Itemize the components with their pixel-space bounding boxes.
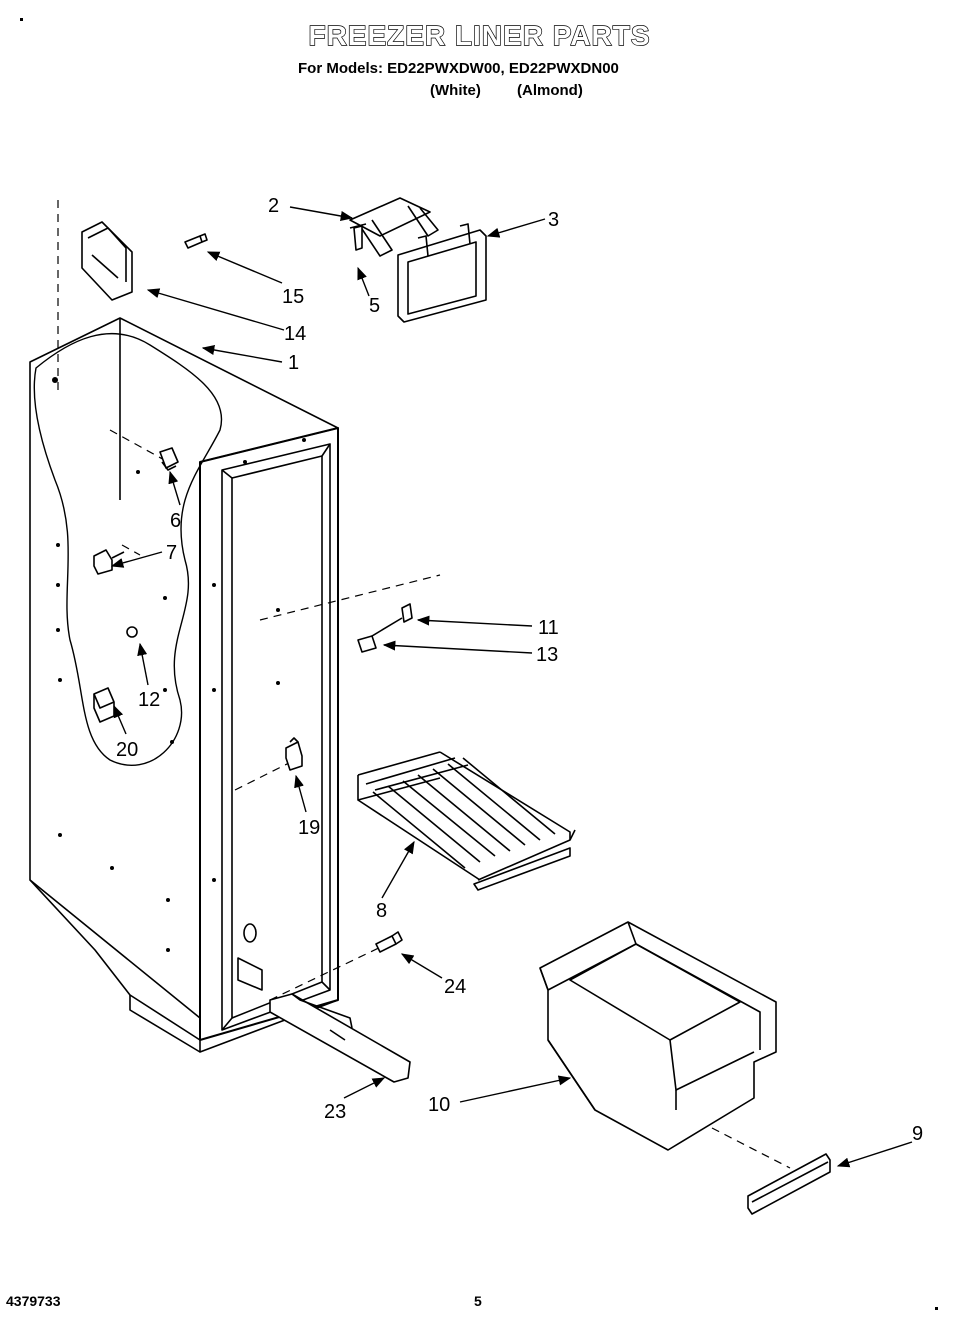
callout-15: 15 xyxy=(282,286,304,308)
part-8-wire-shelf xyxy=(357,751,576,891)
page-title: FREEZER LINER PARTS xyxy=(308,19,651,51)
part-5-screw xyxy=(349,223,367,251)
color-almond-label: (Almond) xyxy=(517,82,583,99)
part-6-clip xyxy=(159,447,179,471)
callout-23: 23 xyxy=(324,1101,346,1123)
part-7-retainer xyxy=(93,549,125,575)
callout-2: 2 xyxy=(268,195,279,217)
callout-20: 20 xyxy=(116,739,138,761)
callout-14: 14 xyxy=(284,323,306,345)
part-12-screw xyxy=(126,626,138,638)
document-number: 4379733 xyxy=(6,1293,61,1309)
part-11-clip xyxy=(401,603,413,623)
part-23-rail xyxy=(269,993,411,1083)
part-13-clip xyxy=(357,617,403,653)
part-14-hinge-bracket xyxy=(81,221,133,301)
callout-19: 19 xyxy=(298,817,320,839)
registration-mark xyxy=(935,1307,938,1310)
callout-13: 13 xyxy=(536,644,558,666)
callout-3: 3 xyxy=(548,209,559,231)
callout-6: 6 xyxy=(170,510,181,532)
models-line: For Models: ED22PWXDW00, ED22PWXDN00 xyxy=(298,60,619,77)
part-9-trim xyxy=(747,1153,831,1215)
part-24-screw xyxy=(375,931,403,953)
callout-7: 7 xyxy=(166,542,177,564)
part-19-clip xyxy=(285,737,303,771)
freezer-liner-body xyxy=(29,317,339,1053)
callout-11: 11 xyxy=(538,617,559,639)
callout-9: 9 xyxy=(912,1123,923,1145)
part-10-bin xyxy=(539,921,777,1151)
callout-1: 1 xyxy=(288,352,299,374)
part-3-cover xyxy=(397,223,487,323)
part-15-screw xyxy=(184,233,208,249)
part-2-bracket xyxy=(349,197,439,257)
page-number: 5 xyxy=(474,1293,482,1309)
color-white-label: (White) xyxy=(430,82,481,99)
callout-12: 12 xyxy=(138,689,160,711)
callout-5: 5 xyxy=(369,295,380,317)
callout-10: 10 xyxy=(428,1094,450,1116)
callout-24: 24 xyxy=(444,976,466,998)
registration-mark xyxy=(20,18,23,21)
part-20-block xyxy=(93,687,115,723)
callout-8: 8 xyxy=(376,900,387,922)
